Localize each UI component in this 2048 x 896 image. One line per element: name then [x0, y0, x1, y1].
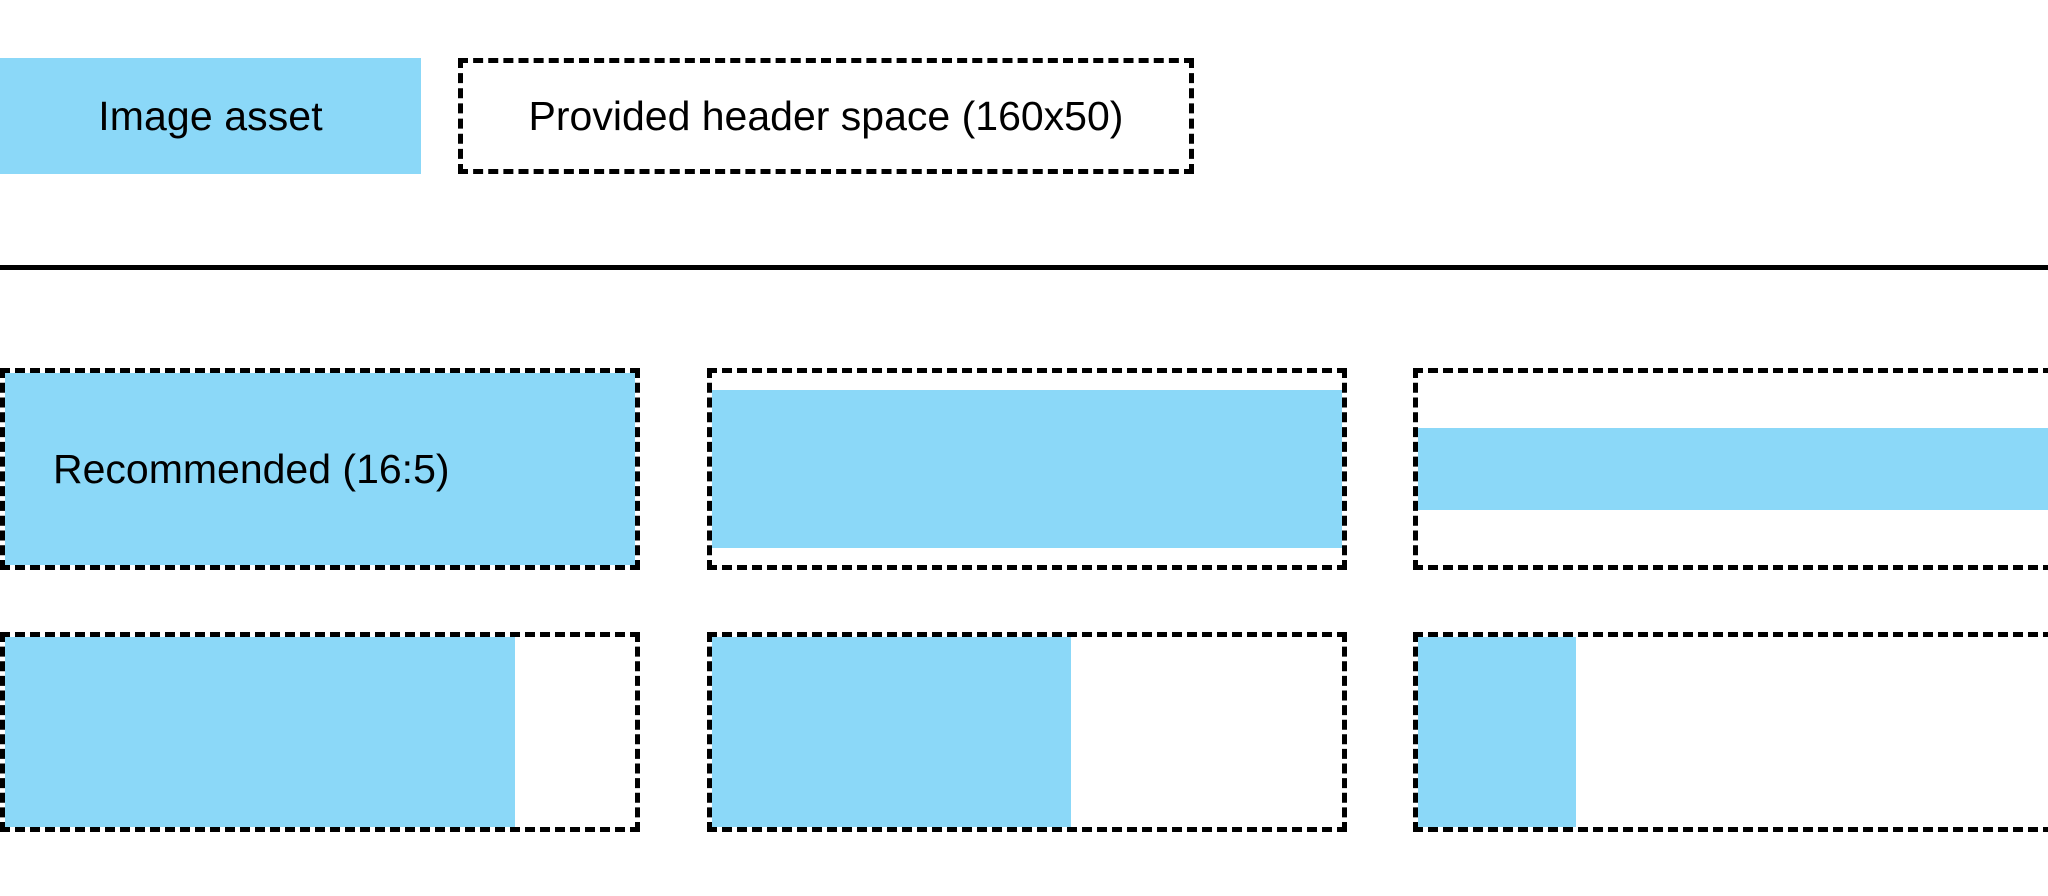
ratio-cell-narrowest-height: [1413, 368, 2048, 570]
ratio-fill-width-80: [5, 637, 516, 827]
section-divider: [0, 265, 2048, 270]
ratio-fill-width-25: [1418, 637, 1576, 827]
ratio-row-narrow: [0, 632, 2048, 832]
ratio-row-wide: Recommended (16:5): [0, 368, 2048, 570]
ratio-fill-narrowest-height: [1418, 427, 2048, 511]
ratio-fill-narrower-height: [712, 390, 1342, 548]
ratio-cell-width-25: [1413, 632, 2048, 832]
header-row: Image asset Provided header space (160x5…: [0, 58, 2048, 174]
provided-header-space-box: Provided header space (160x50): [458, 58, 1194, 174]
image-asset-label: Image asset: [98, 92, 323, 139]
ratio-cell-width-80: [0, 632, 640, 832]
ratio-cell-narrower-height: [707, 368, 1347, 570]
ratio-cell-width-57: [707, 632, 1347, 832]
ratio-fill-width-57: [712, 637, 1072, 827]
image-asset-swatch: Image asset: [0, 58, 421, 174]
ratio-fill-recommended: [5, 373, 635, 565]
ratio-cell-recommended: Recommended (16:5): [0, 368, 640, 570]
provided-header-space-label: Provided header space (160x50): [528, 92, 1124, 139]
